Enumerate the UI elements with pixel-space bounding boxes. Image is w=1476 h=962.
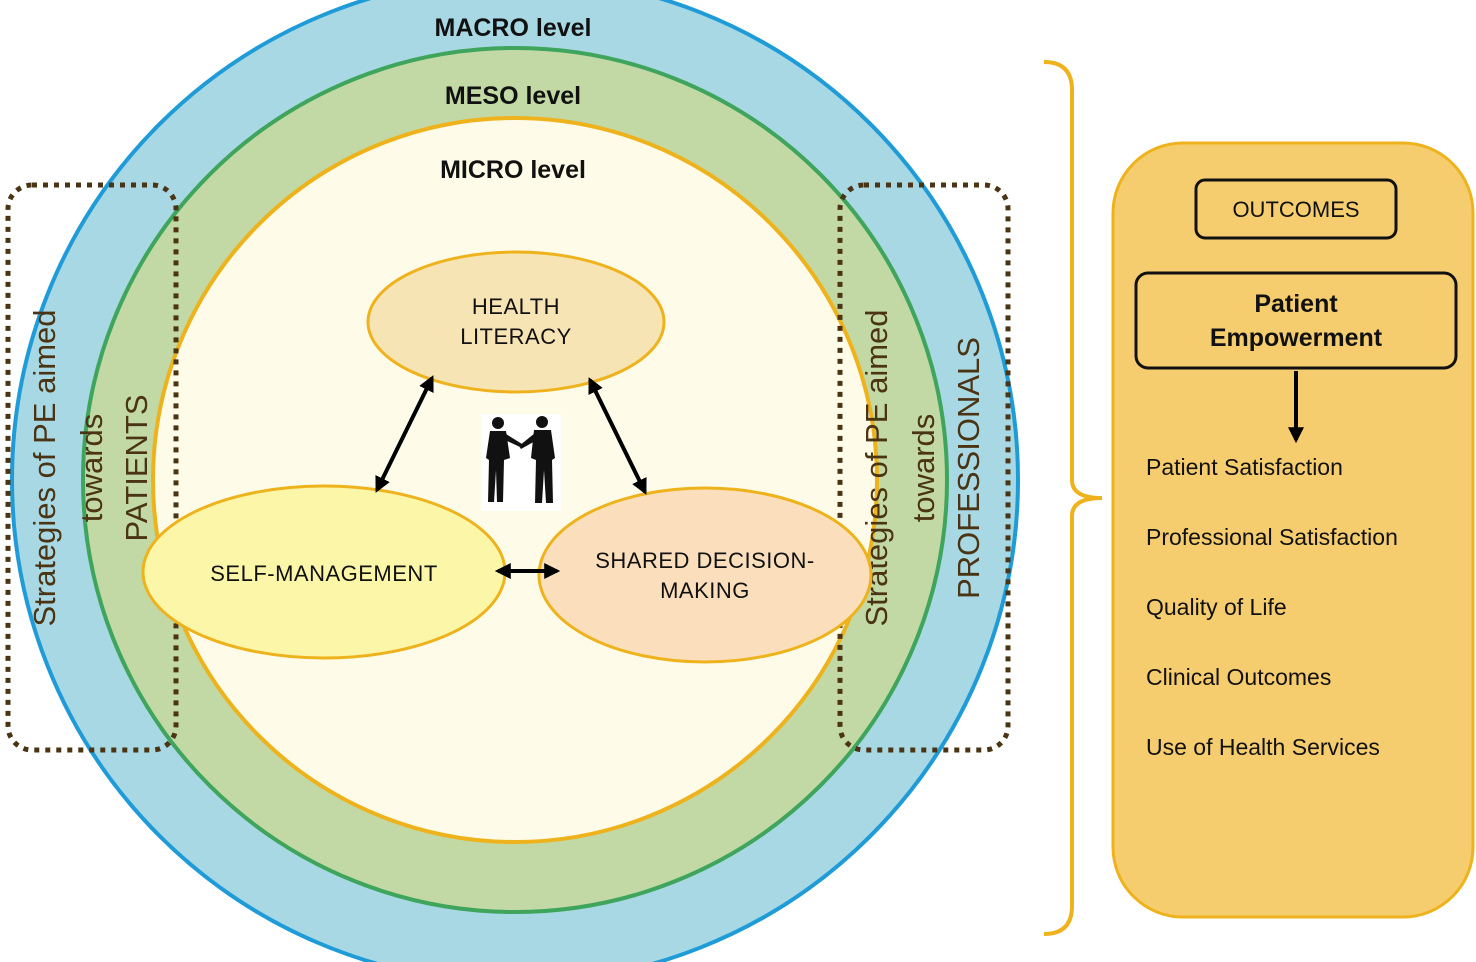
outcomes-bracket xyxy=(1043,60,1103,936)
patient-empowerment-line-1: Patient xyxy=(1254,290,1338,318)
self-management-label: SELF-MANAGEMENT xyxy=(210,561,438,586)
health-literacy-node xyxy=(366,250,666,394)
arrow-literacy-selfmanagement xyxy=(375,375,434,493)
outcome-item: Professional Satisfaction xyxy=(1146,524,1398,550)
outcome-item: Quality of Life xyxy=(1146,594,1287,620)
outcomes-header-box xyxy=(1194,178,1398,240)
two-people-conversation-icon xyxy=(481,414,561,511)
macro-level-label: MACRO level xyxy=(435,14,592,42)
arrow-literacy-shared-decision xyxy=(588,377,647,495)
outcome-item: Use of Health Services xyxy=(1146,734,1380,760)
shared-decision-making-node xyxy=(537,486,873,664)
patients-strategy-label: Strategies of PE aimed towards PATIENTS xyxy=(27,309,154,626)
professionals-strategy-line-2: towards xyxy=(906,414,941,523)
patients-strategy-line-3: PATIENTS xyxy=(119,395,154,542)
patient-empowerment-box xyxy=(1134,271,1458,370)
patients-strategy-line-1: Strategies of PE aimed xyxy=(27,309,62,626)
shared-decision-making-line-2: MAKING xyxy=(660,578,750,603)
meso-level-label: MESO level xyxy=(445,82,581,110)
micro-level-label: MICRO level xyxy=(440,156,586,184)
health-literacy-line-2: LITERACY xyxy=(460,324,572,349)
outcomes-header-label: OUTCOMES xyxy=(1232,197,1359,222)
professionals-strategy-label: Strategies of PE aimed towards PROFESSIO… xyxy=(859,309,986,626)
health-literacy-line-1: HEALTH xyxy=(472,294,560,319)
patients-strategy-box xyxy=(5,182,179,753)
professionals-strategy-line-3: PROFESSIONALS xyxy=(951,337,986,599)
patients-strategy-line-2: towards xyxy=(74,414,109,523)
professionals-strategy-box xyxy=(837,182,1011,753)
outcome-item: Clinical Outcomes xyxy=(1146,664,1331,690)
patient-empowerment-line-2: Empowerment xyxy=(1210,324,1383,352)
outcome-item: Patient Satisfaction xyxy=(1146,454,1343,480)
shared-decision-making-line-1: SHARED DECISION- xyxy=(595,548,814,573)
